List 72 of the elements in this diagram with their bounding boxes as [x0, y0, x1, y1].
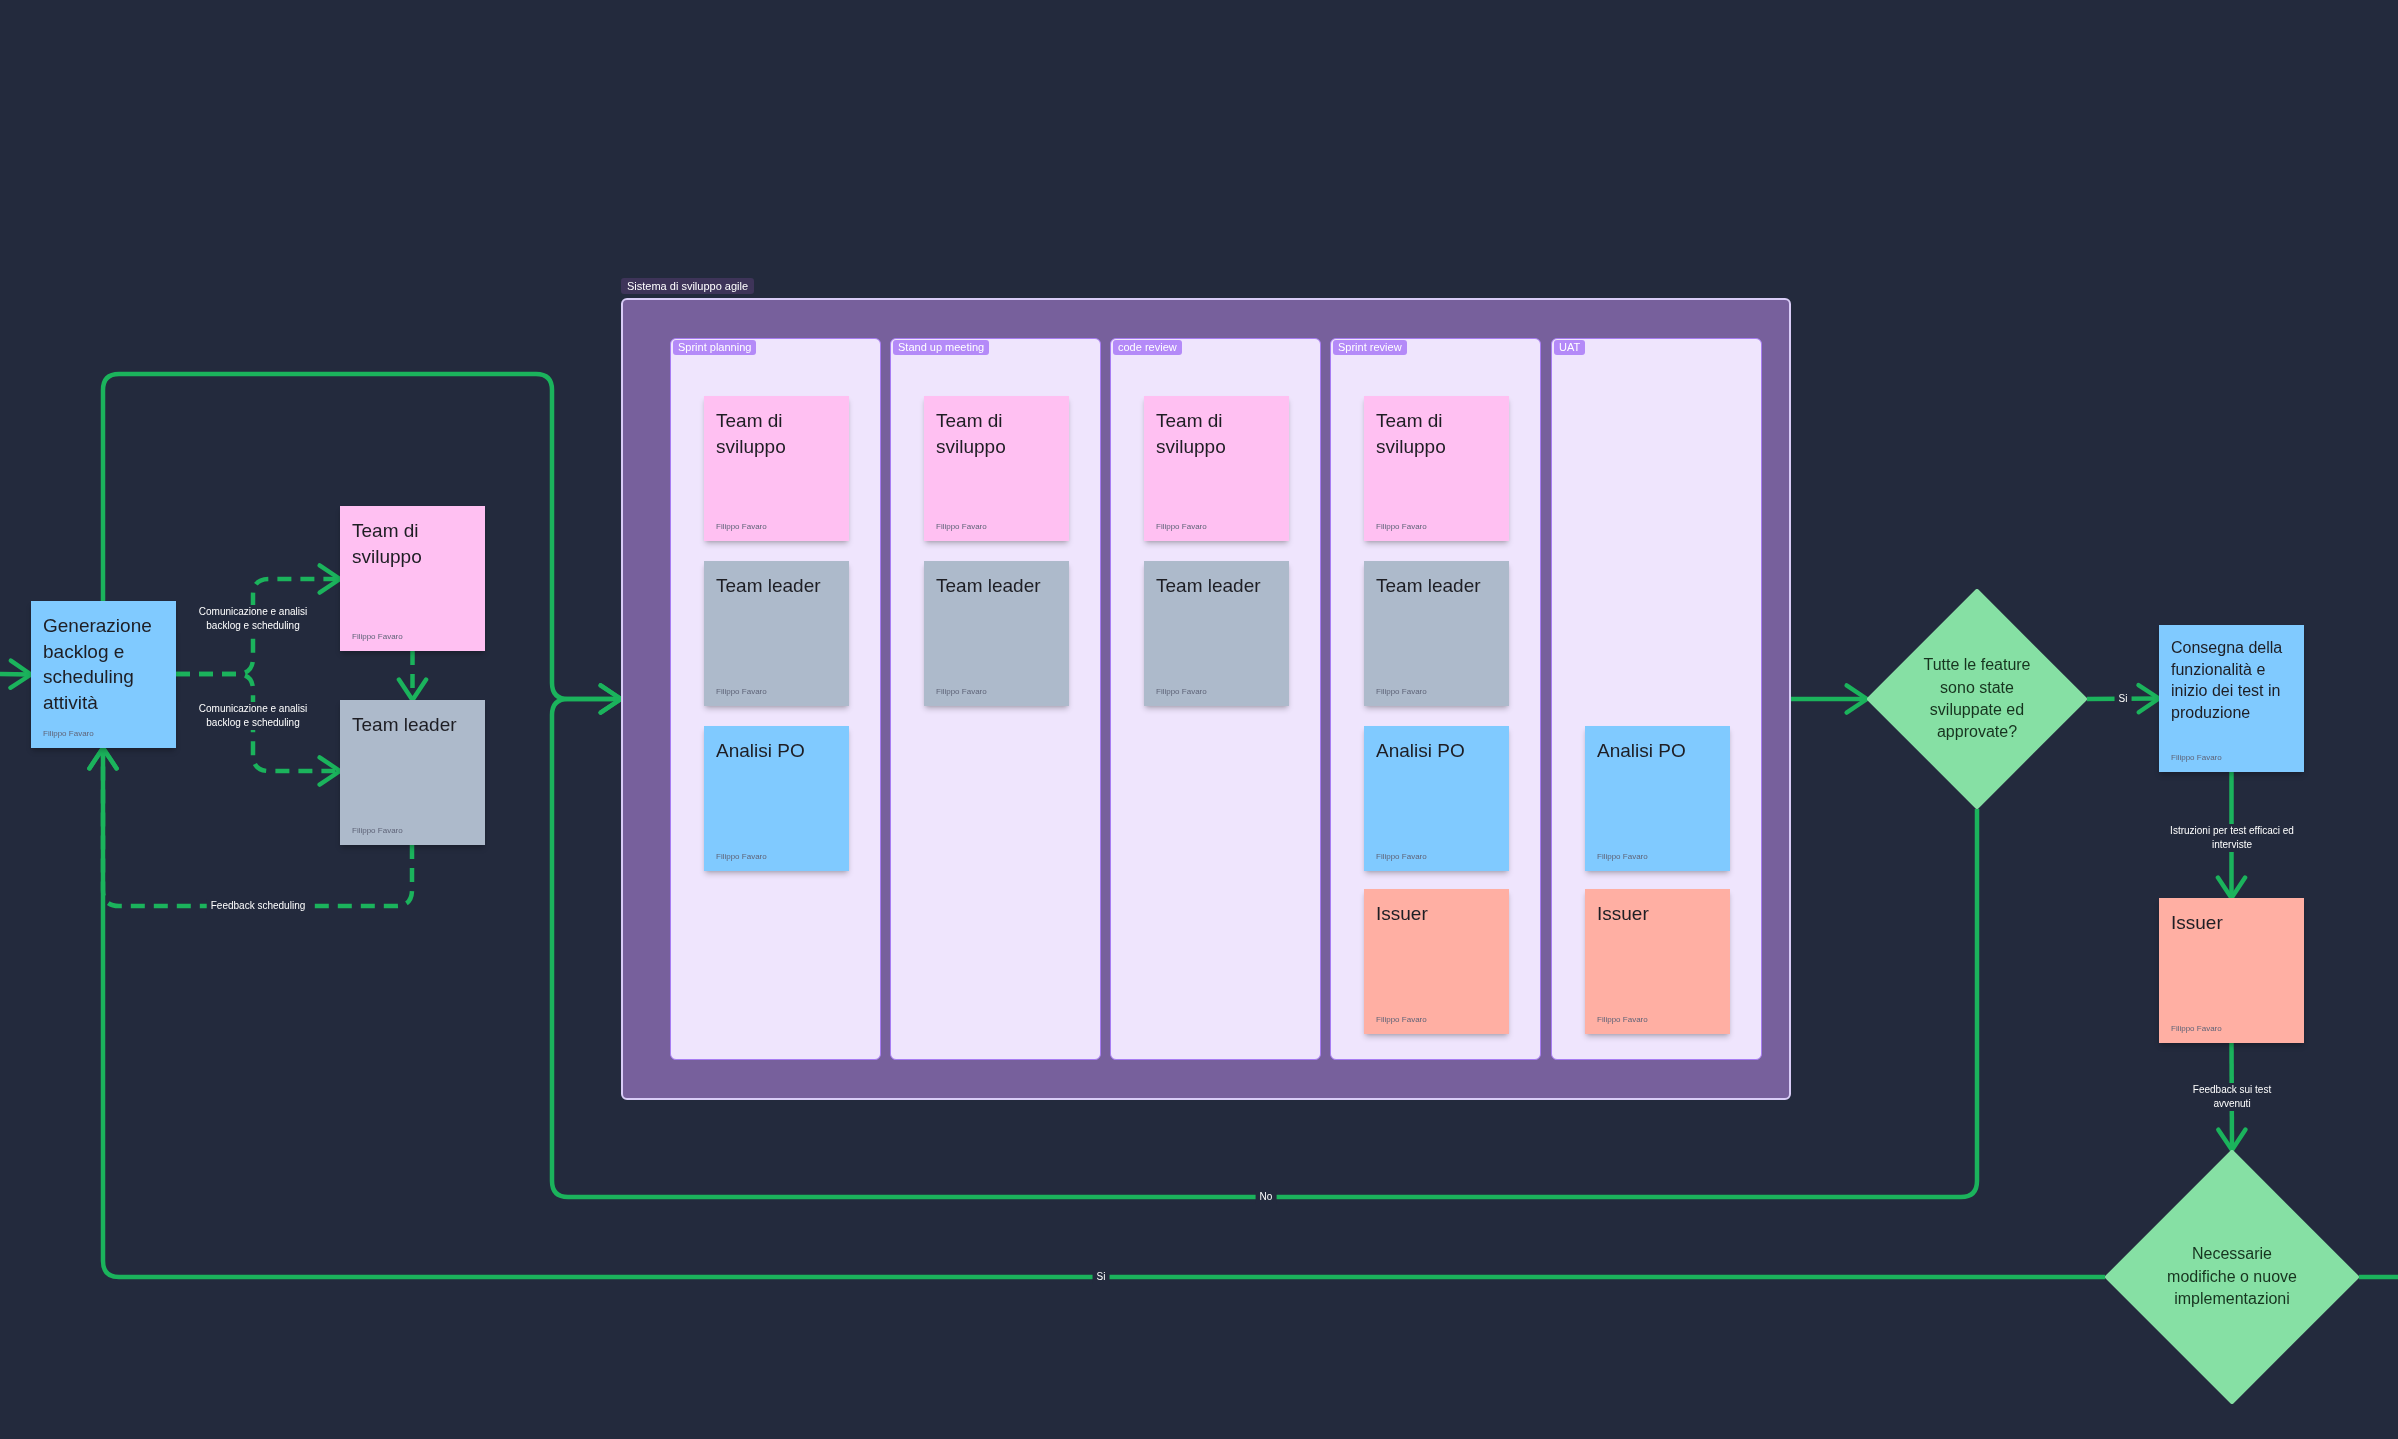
- note-title: Team di sviluppo: [936, 409, 1007, 459]
- sticky-note: [704, 396, 849, 541]
- note-author: Filippo Favaro: [2171, 1023, 2223, 1035]
- note-title: Team di sviluppo: [1156, 409, 1227, 459]
- sticky-note: [1585, 726, 1730, 871]
- connector-arrow: [549, 683, 1980, 1200]
- note-author: Filippo Favaro: [1376, 851, 1428, 863]
- note-author: Filippo Favaro: [1156, 686, 1208, 698]
- note-title: Issuer: [2171, 911, 2224, 935]
- note-title: Team leader: [352, 713, 458, 737]
- sticky-note: [1364, 561, 1509, 706]
- note-title: Consegna della funzionalità e inizio dei test in produzione: [2171, 638, 2284, 723]
- sticky-note: [340, 506, 485, 651]
- sticky-note: [924, 561, 1069, 706]
- note-title: Team leader: [1156, 574, 1262, 598]
- note-title: Team di sviluppo: [1376, 409, 1447, 459]
- note-author: Filippo Favaro: [1597, 1014, 1649, 1026]
- sticky-note: [31, 601, 176, 748]
- note-author: Filippo Favaro: [716, 851, 768, 863]
- note-title: Analisi PO: [1597, 739, 1687, 763]
- decision-diamond: [2105, 1150, 2359, 1404]
- sticky-note: [1364, 726, 1509, 871]
- note-author: Filippo Favaro: [716, 521, 768, 533]
- sticky-note: [340, 700, 485, 845]
- sticky-note: [1364, 396, 1509, 541]
- note-title: Issuer: [1376, 902, 1429, 926]
- note-author: Filippo Favaro: [352, 631, 404, 643]
- note-author: Filippo Favaro: [1376, 521, 1428, 533]
- connector-arrow: [1791, 683, 1870, 715]
- stage-column: [1551, 338, 1762, 1060]
- stage-column: [890, 338, 1101, 1060]
- sticky-note: [2159, 898, 2304, 1043]
- note-title: Team leader: [936, 574, 1042, 598]
- decision-diamond: [1867, 589, 2087, 809]
- note-title: Team di sviluppo: [352, 519, 423, 569]
- sticky-note: [704, 726, 849, 871]
- sticky-note: [1144, 396, 1289, 541]
- column-tag: Sprint planning: [673, 340, 757, 355]
- note-author: Filippo Favaro: [43, 728, 95, 740]
- sticky-note: [1144, 561, 1289, 706]
- note-author: Filippo Favaro: [716, 686, 768, 698]
- note-author: Filippo Favaro: [1376, 686, 1428, 698]
- frame-heading: Sistema di sviluppo agile: [621, 278, 755, 294]
- sticky-note: [1585, 889, 1730, 1034]
- note-author: Filippo Favaro: [936, 521, 988, 533]
- decision-text: Necessarie modifiche o nuove implementazioni: [2166, 1244, 2298, 1310]
- note-title: Team leader: [716, 574, 822, 598]
- note-author: Filippo Favaro: [1597, 851, 1649, 863]
- note-title: Issuer: [1597, 902, 1650, 926]
- stage-column: [670, 338, 881, 1060]
- note-title: Team di sviluppo: [716, 409, 787, 459]
- column-tag: code review: [1113, 340, 1182, 355]
- column-tag: Sprint review: [1333, 340, 1407, 355]
- note-title: Analisi PO: [1376, 739, 1466, 763]
- sticky-note: [2159, 625, 2304, 772]
- note-author: Filippo Favaro: [936, 686, 988, 698]
- decision-text: Tutte le feature sono state sviluppate ed approvate?: [1922, 655, 2032, 743]
- column-tag: UAT: [1554, 340, 1586, 355]
- stage-column: [1110, 338, 1321, 1060]
- note-author: Filippo Favaro: [352, 825, 404, 837]
- note-title: Generazione backlog e scheduling attività: [43, 614, 153, 715]
- note-author: Filippo Favaro: [1156, 521, 1208, 533]
- column-tag: Stand up meeting: [893, 340, 990, 355]
- sticky-note: [924, 396, 1069, 541]
- note-title: Analisi PO: [716, 739, 806, 763]
- note-author: Filippo Favaro: [1376, 1014, 1428, 1026]
- stage-column: [1330, 338, 1541, 1060]
- sticky-note: [704, 561, 849, 706]
- note-title: Team leader: [1376, 574, 1482, 598]
- note-author: Filippo Favaro: [2171, 752, 2223, 764]
- connector-arrow: [396, 651, 429, 703]
- sticky-note: [1364, 889, 1509, 1034]
